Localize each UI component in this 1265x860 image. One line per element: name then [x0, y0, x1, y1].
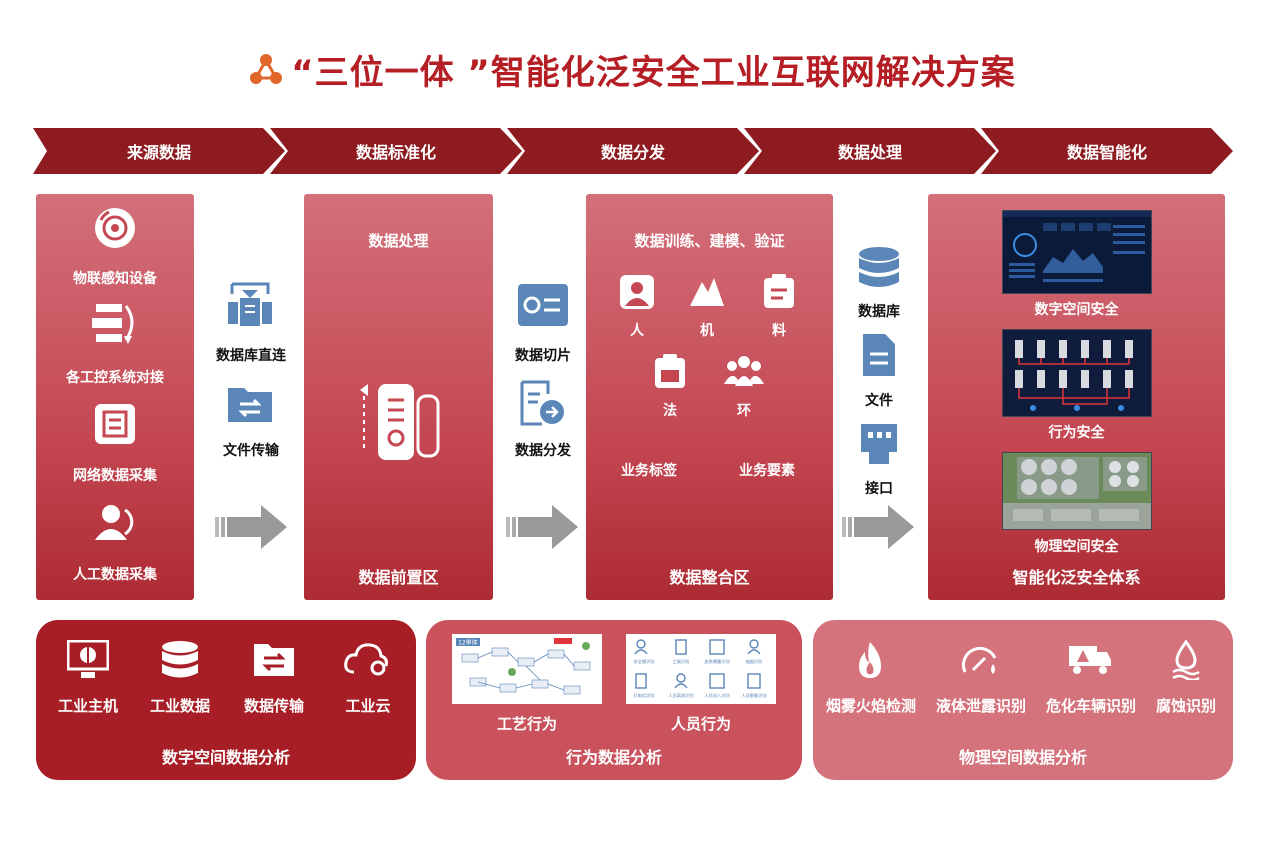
output-interface: 接口 — [865, 481, 893, 497]
digital-analysis-box: 工业主机 工业数据 数据传输 工业云 数字空间数据分析 — [36, 620, 416, 780]
people-label-smoking: 抽烟识别 — [746, 658, 763, 665]
stage-intelligence: 数据智能化 — [981, 128, 1233, 174]
flow-arrow-1 — [215, 505, 287, 549]
process-flow-badge: 12单体 — [458, 639, 478, 647]
flow-arrow-2 — [506, 505, 578, 549]
people-label-skin: 皮肤裸露识别 — [704, 658, 729, 665]
intelligence-panel: 数字空间安全 行为安全 物理空间安全 智能化泛安全体系 — [928, 194, 1225, 600]
element-material: 料 — [772, 323, 786, 339]
person-headset-icon — [95, 505, 134, 540]
business-element-label: 业务要素 — [739, 463, 795, 479]
behavior-analysis-box: 12单体 工艺行为 安全帽识别 工服识别 皮肤裸露识别 抽烟识别 打电话识别 — [426, 620, 802, 780]
flow-arrow-3 — [842, 505, 914, 549]
digital-item-transfer: 数据传输 — [243, 697, 304, 715]
transfer-dispatch: 数据分发 — [515, 443, 571, 459]
data-slice-icon — [518, 284, 568, 326]
transfer-file: 文件传输 — [223, 443, 279, 459]
output-database: 数据库 — [858, 304, 900, 320]
database-icon — [859, 247, 899, 287]
stage-distribute: 数据分发 — [507, 128, 759, 174]
integration-panel: 数据训练、建模、验证 人 机 料 法 环 业务标签 业务要素 数据整合区 — [586, 194, 833, 600]
industrial-host-icon — [67, 640, 109, 678]
mountain-machine-icon — [690, 278, 724, 306]
physical-item-smoke: 烟雾火焰检测 — [825, 697, 916, 715]
digital-item-data: 工业数据 — [149, 697, 210, 715]
transfer-db-direct: 数据库直连 — [216, 348, 286, 364]
physical-item-leak: 液体泄露识别 — [935, 697, 1026, 715]
people-label-intrusion: 人员闯入识别 — [704, 692, 729, 699]
physical-analysis-box: 烟雾火焰检测 液体泄露识别 危化车辆识别 腐蚀识别 物理空间数据分析 — [813, 620, 1233, 780]
source-item-network: 网络数据采集 — [73, 468, 157, 484]
physical-item-vehicle: 危化车辆识别 — [1045, 697, 1136, 715]
behavior-analysis-title: 行为数据分析 — [565, 748, 662, 767]
source-item-manual: 人工数据采集 — [73, 567, 157, 583]
intel-item-digital: 数字空间安全 — [1034, 302, 1119, 318]
liquid-leak-gauge-icon — [961, 646, 997, 674]
interface-plug-icon — [861, 424, 897, 464]
intel-item-behavior: 行为安全 — [1048, 425, 1105, 441]
system-connect-icon — [92, 304, 134, 344]
people-label-uniform: 工服识别 — [673, 658, 690, 665]
hazmat-truck-icon — [1069, 646, 1111, 674]
sensor-disc-icon — [95, 208, 135, 248]
people-label-helmet: 安全帽识别 — [634, 658, 655, 665]
page-title: “三位一体 ”智能化泛安全工业互联网解决方案 — [291, 52, 1016, 93]
behavior-item-process: 工艺行为 — [496, 715, 557, 733]
server-document-icon — [360, 384, 440, 460]
element-method: 法 — [663, 403, 677, 419]
stage-arrow-bar: 来源数据 数据标准化 数据分发 数据处理 数据智能化 — [33, 128, 1233, 174]
digital-item-host: 工业主机 — [57, 697, 118, 715]
physical-security-plant-image — [1002, 452, 1152, 530]
corrosion-drop-icon — [1172, 640, 1200, 680]
element-machine: 机 — [700, 323, 714, 339]
data-transfer-folder-icon — [254, 644, 294, 676]
physical-analysis-title: 物理空间数据分析 — [958, 748, 1087, 767]
database-connect-icon — [228, 282, 272, 326]
element-environment: 环 — [737, 403, 751, 419]
industrial-cloud-icon — [344, 643, 388, 676]
integration-area-label: 数据整合区 — [669, 568, 750, 587]
transfer-slice: 数据切片 — [515, 348, 571, 364]
digital-analysis-title: 数字空间数据分析 — [161, 748, 290, 767]
network-form-icon — [95, 404, 135, 444]
stage-process: 数据处理 — [744, 128, 996, 174]
folder-transfer-icon — [228, 388, 272, 422]
physical-item-corrosion: 腐蚀识别 — [1155, 697, 1216, 715]
people-label-gathering: 人员聚集识别 — [741, 692, 766, 699]
people-group-icon — [724, 356, 764, 386]
fire-flame-icon — [859, 642, 881, 678]
source-item-ics: 各工控系统对接 — [66, 370, 164, 386]
network-logo-icon — [250, 54, 283, 84]
front-top-label: 数据处理 — [368, 232, 429, 250]
personnel-recognition-image: 安全帽识别 工服识别 皮肤裸露识别 抽烟识别 打电话识别 人员离岗识别 人员闯入… — [626, 634, 776, 704]
page-title-row: “三位一体 ”智能化泛安全工业互联网解决方案 — [0, 44, 1265, 94]
behavior-item-people: 人员行为 — [670, 715, 731, 733]
source-item-iot: 物联感知设备 — [73, 271, 157, 287]
intelligence-system-label: 智能化泛安全体系 — [1012, 568, 1141, 587]
process-flow-image: 12单体 — [452, 634, 602, 704]
industrial-data-icon — [162, 641, 198, 678]
people-label-absent: 人员离岗识别 — [668, 692, 693, 699]
digital-security-dashboard-image — [1002, 210, 1152, 294]
element-person: 人 — [630, 323, 644, 339]
file-icon — [863, 334, 895, 376]
person-icon — [620, 275, 654, 309]
stage-standardize: 数据标准化 — [270, 128, 522, 174]
source-data-panel: 物联感知设备 各工控系统对接 网络数据采集 人工数据采集 — [36, 194, 194, 600]
digital-item-cloud: 工业云 — [345, 697, 391, 715]
output-file: 文件 — [865, 393, 893, 409]
material-clipboard-icon — [764, 274, 794, 308]
method-clipboard-icon — [655, 354, 685, 388]
front-area-panel: 数据处理 数据前置区 — [304, 194, 493, 600]
stage-source: 来源数据 — [33, 128, 285, 174]
business-tag-label: 业务标签 — [621, 463, 677, 479]
intel-item-physical: 物理空间安全 — [1034, 539, 1119, 555]
people-label-phone: 打电话识别 — [634, 692, 655, 699]
integration-top-label: 数据训练、建模、验证 — [634, 232, 785, 250]
front-area-label: 数据前置区 — [358, 568, 439, 587]
behavior-security-diagram-image — [1002, 329, 1152, 417]
data-dispatch-icon — [520, 380, 564, 426]
